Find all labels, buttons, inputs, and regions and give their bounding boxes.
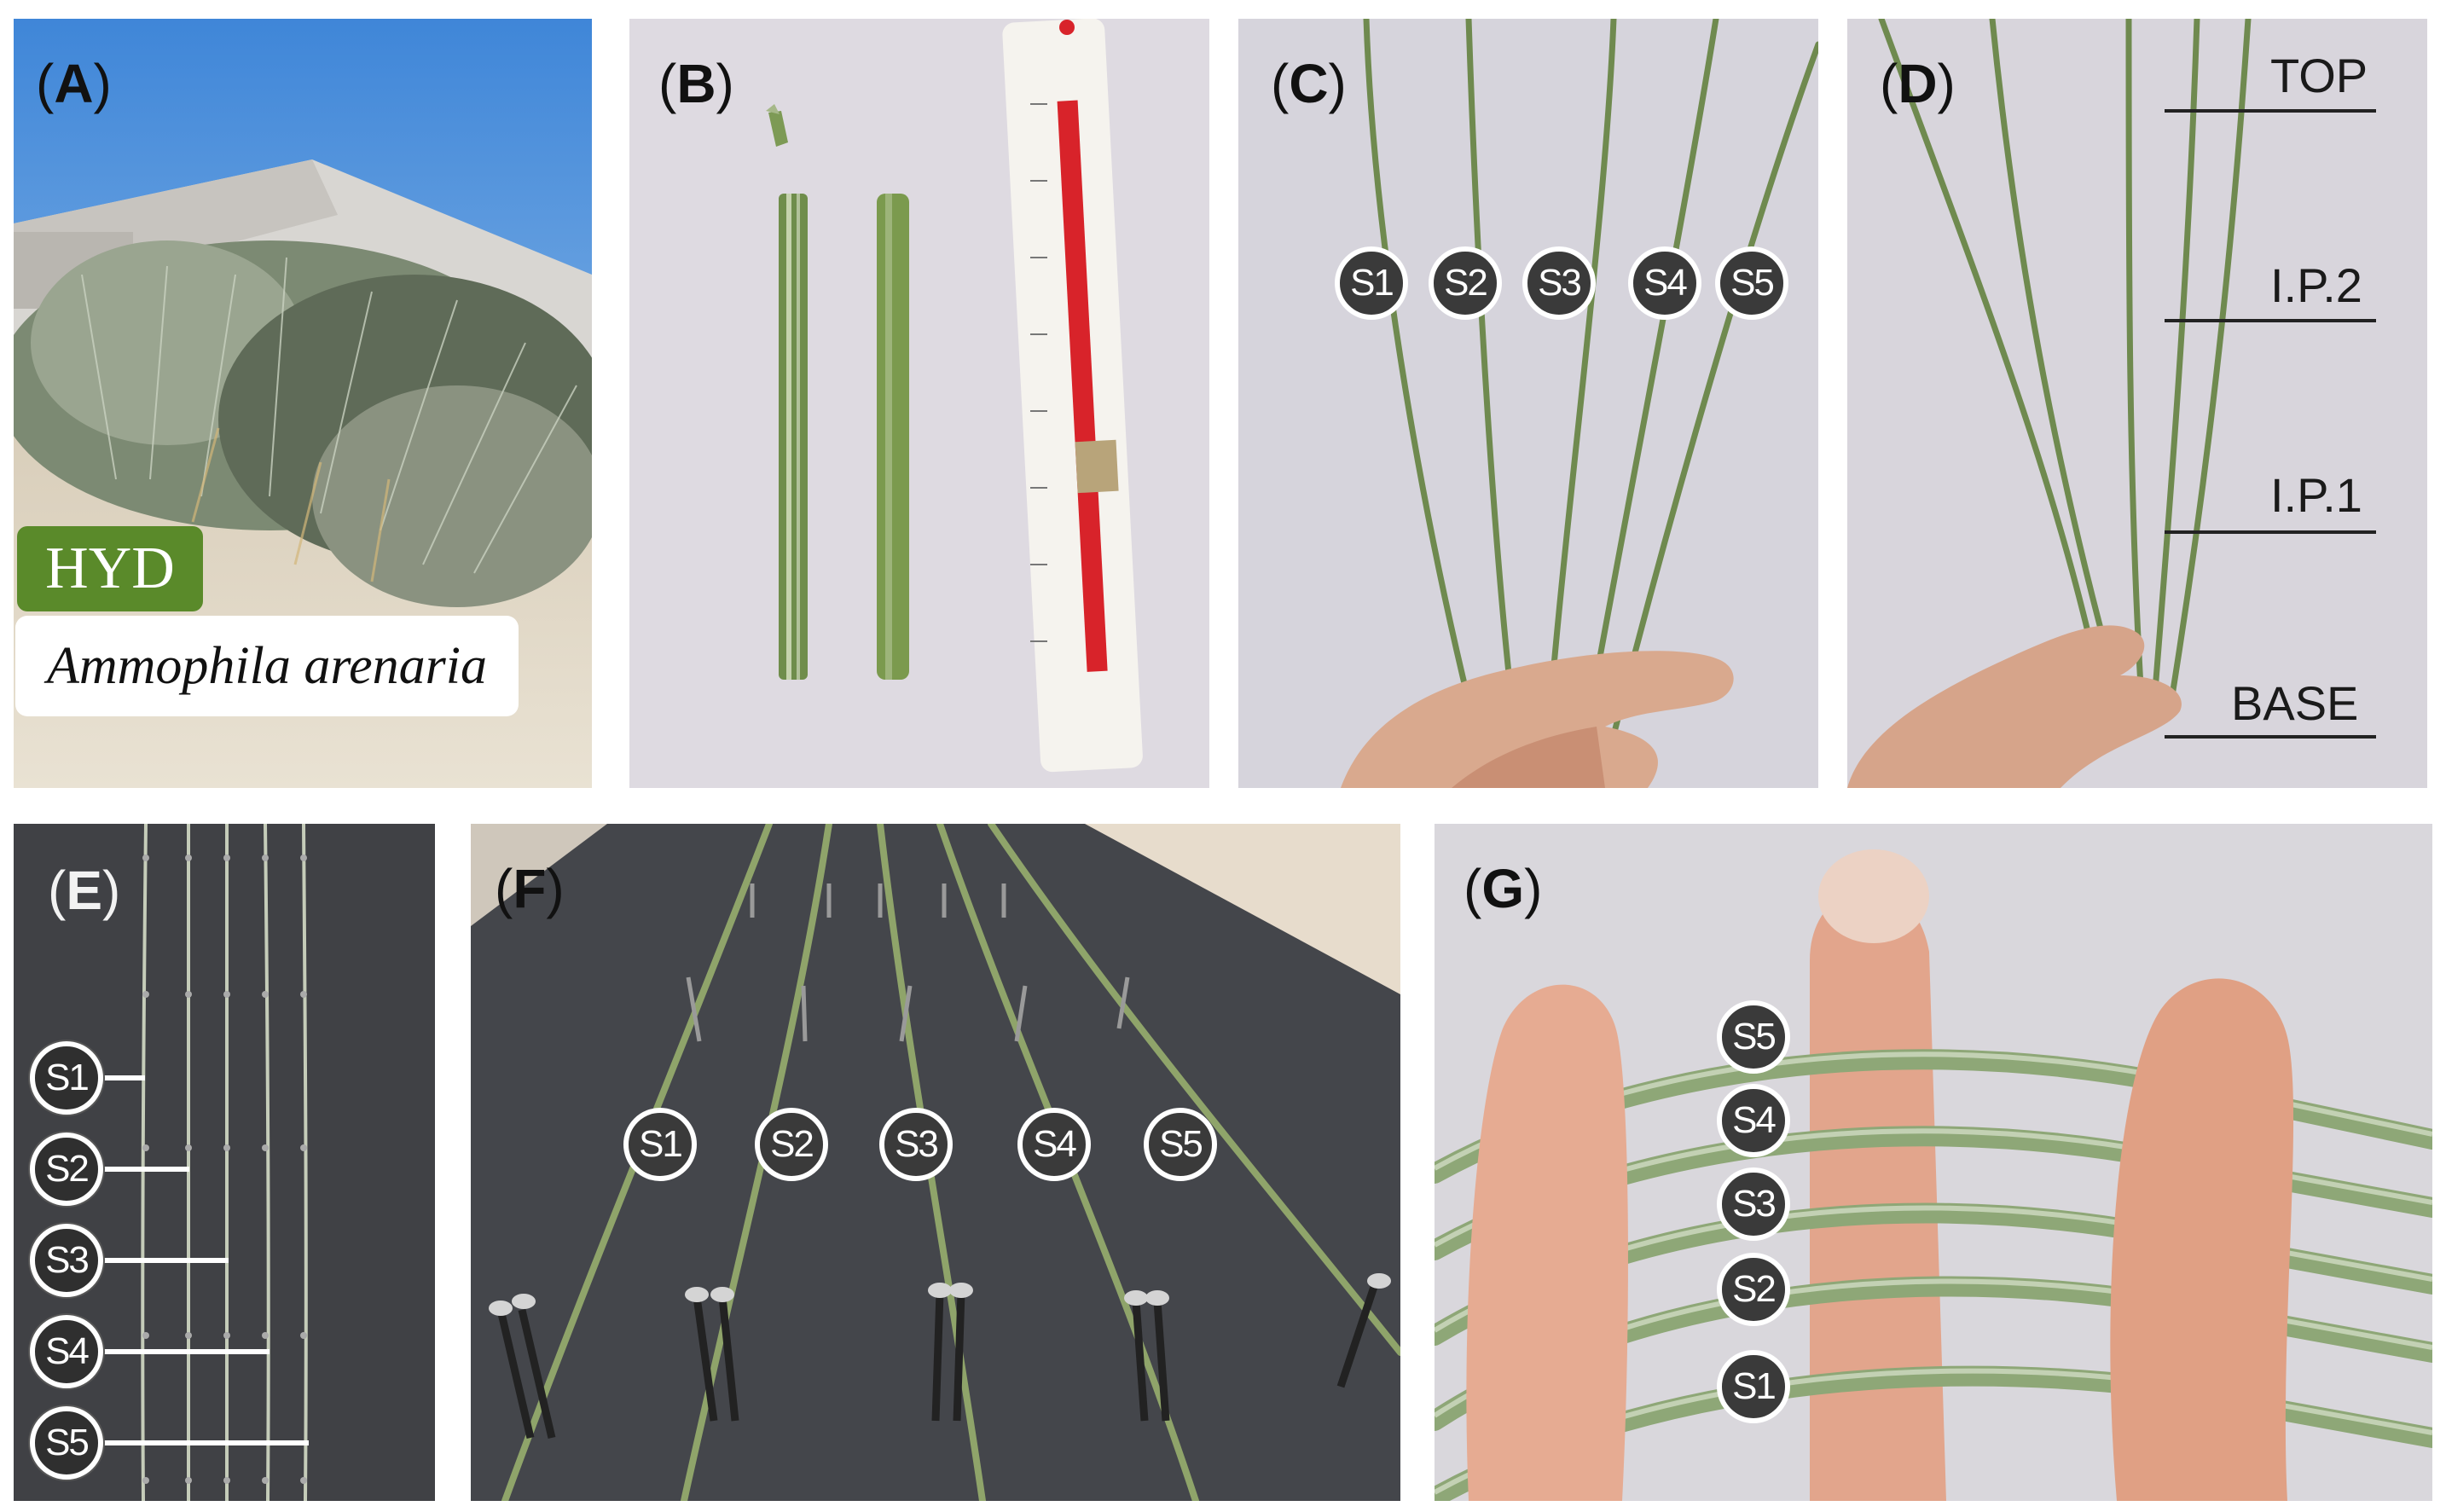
panel-label-g: (G): [1464, 858, 1543, 919]
pointer-line-s5: [89, 1440, 309, 1445]
panel-a: (A) HYD Ammophila arenaria: [14, 19, 592, 788]
panel-label-b: (B): [658, 53, 734, 114]
level-label-ip1: I.P.1: [2270, 468, 2362, 522]
pointer-line-s1: [89, 1075, 145, 1080]
sample-badge-s5: S5: [30, 1406, 103, 1480]
panel-d: (D) TOP I.P.2 I.P.1 BASE: [1847, 19, 2427, 788]
species-label: Ammophila arenaria: [15, 616, 519, 716]
sample-badge-s2: S2: [1717, 1253, 1790, 1326]
sample-badge-s4: S4: [30, 1315, 103, 1388]
panel-e: (E) S1 S2 S3 S4 S5: [14, 824, 435, 1501]
panel-label-f: (F): [495, 858, 565, 919]
sample-badge-s2: S2: [1429, 246, 1502, 320]
sample-badge-s3: S3: [1717, 1167, 1790, 1241]
sample-badge-s5: S5: [1717, 1000, 1790, 1074]
level-rule-base: [2165, 735, 2376, 739]
sample-badge-s4: S4: [1717, 1084, 1790, 1157]
panel-g: (G) S5 S4 S3 S2 S1: [1435, 824, 2432, 1501]
level-label-base: BASE: [2231, 676, 2359, 730]
stems-in-hand-photo: [1238, 19, 1818, 788]
panel-label-d: (D): [1880, 53, 1956, 114]
pointer-line-s4: [89, 1349, 270, 1354]
sample-badge-s2: S2: [755, 1108, 828, 1181]
sample-badge-s1: S1: [623, 1108, 697, 1181]
pointer-line-s2: [89, 1167, 189, 1172]
panel-c: (C) S1 S2 S3 S4 S5: [1238, 19, 1818, 788]
panel-f: (F) S1 S2 S3 S4 S5: [471, 824, 1400, 1501]
sample-badge-s5: S5: [1715, 246, 1788, 320]
sample-badge-s5: S5: [1144, 1108, 1217, 1181]
sample-badge-s3: S3: [1522, 246, 1596, 320]
bent-stems-photo: [1435, 824, 2432, 1501]
sample-badge-s3: S3: [879, 1108, 953, 1181]
sample-badge-s1: S1: [1335, 246, 1408, 320]
level-rule-top: [2165, 109, 2376, 113]
pointer-line-s3: [89, 1258, 229, 1263]
sample-badge-s4: S4: [1017, 1108, 1091, 1181]
panel-label-a: (A): [36, 53, 112, 114]
hyd-badge: HYD: [17, 526, 203, 611]
level-rule-ip1: [2165, 530, 2376, 534]
sample-badge-s2: S2: [30, 1133, 103, 1206]
sample-badge-s1: S1: [30, 1041, 103, 1115]
pinned-stems-photo: [14, 824, 435, 1501]
sample-badge-s4: S4: [1628, 246, 1701, 320]
panel-b: (B): [629, 19, 1209, 788]
panel-label-c: (C): [1271, 53, 1347, 114]
stem-levels-photo: [1847, 19, 2427, 788]
stem-segments-photo: [629, 19, 1209, 788]
dune-grass-photo: [14, 19, 592, 788]
level-label-top: TOP: [2270, 49, 2368, 102]
panel-label-e: (E): [48, 860, 121, 921]
level-label-ip2: I.P.2: [2270, 258, 2362, 312]
sample-badge-s3: S3: [30, 1224, 103, 1297]
sample-badge-s1: S1: [1717, 1350, 1790, 1423]
level-rule-ip2: [2165, 319, 2376, 322]
